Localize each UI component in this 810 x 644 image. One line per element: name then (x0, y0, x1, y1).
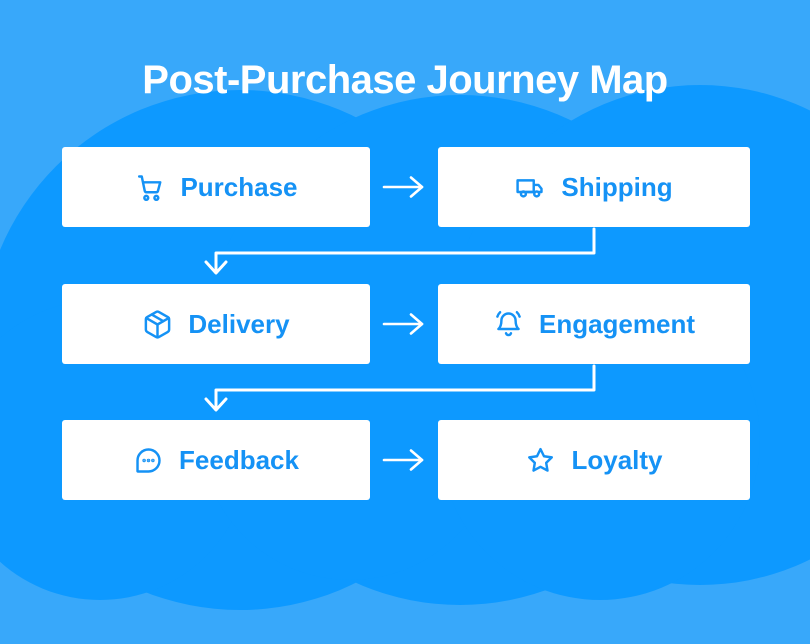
step-label: Shipping (561, 171, 673, 202)
truck-icon (515, 172, 546, 203)
step-box-loyalty: Loyalty (438, 420, 750, 500)
step-box-purchase: Purchase (62, 147, 370, 227)
step-box-delivery: Delivery (62, 284, 370, 364)
bell-icon (493, 309, 524, 340)
chat-icon (133, 445, 164, 476)
page-title: Post-Purchase Journey Map (142, 58, 668, 102)
arrow-right-icon (381, 447, 427, 473)
step-box-shipping: Shipping (438, 147, 750, 227)
step-box-feedback: Feedback (62, 420, 370, 500)
star-icon (525, 445, 556, 476)
step-label: Engagement (538, 308, 696, 339)
cart-icon (134, 172, 165, 203)
arrow-right-icon (381, 174, 427, 200)
step-label: Feedback (179, 444, 299, 475)
arrow-right-icon (381, 311, 427, 337)
package-icon (142, 309, 173, 340)
step-label: Delivery (188, 308, 290, 339)
step-label: Loyalty (571, 444, 663, 475)
step-label: Purchase (180, 171, 298, 202)
step-box-engagement: Engagement (438, 284, 750, 364)
